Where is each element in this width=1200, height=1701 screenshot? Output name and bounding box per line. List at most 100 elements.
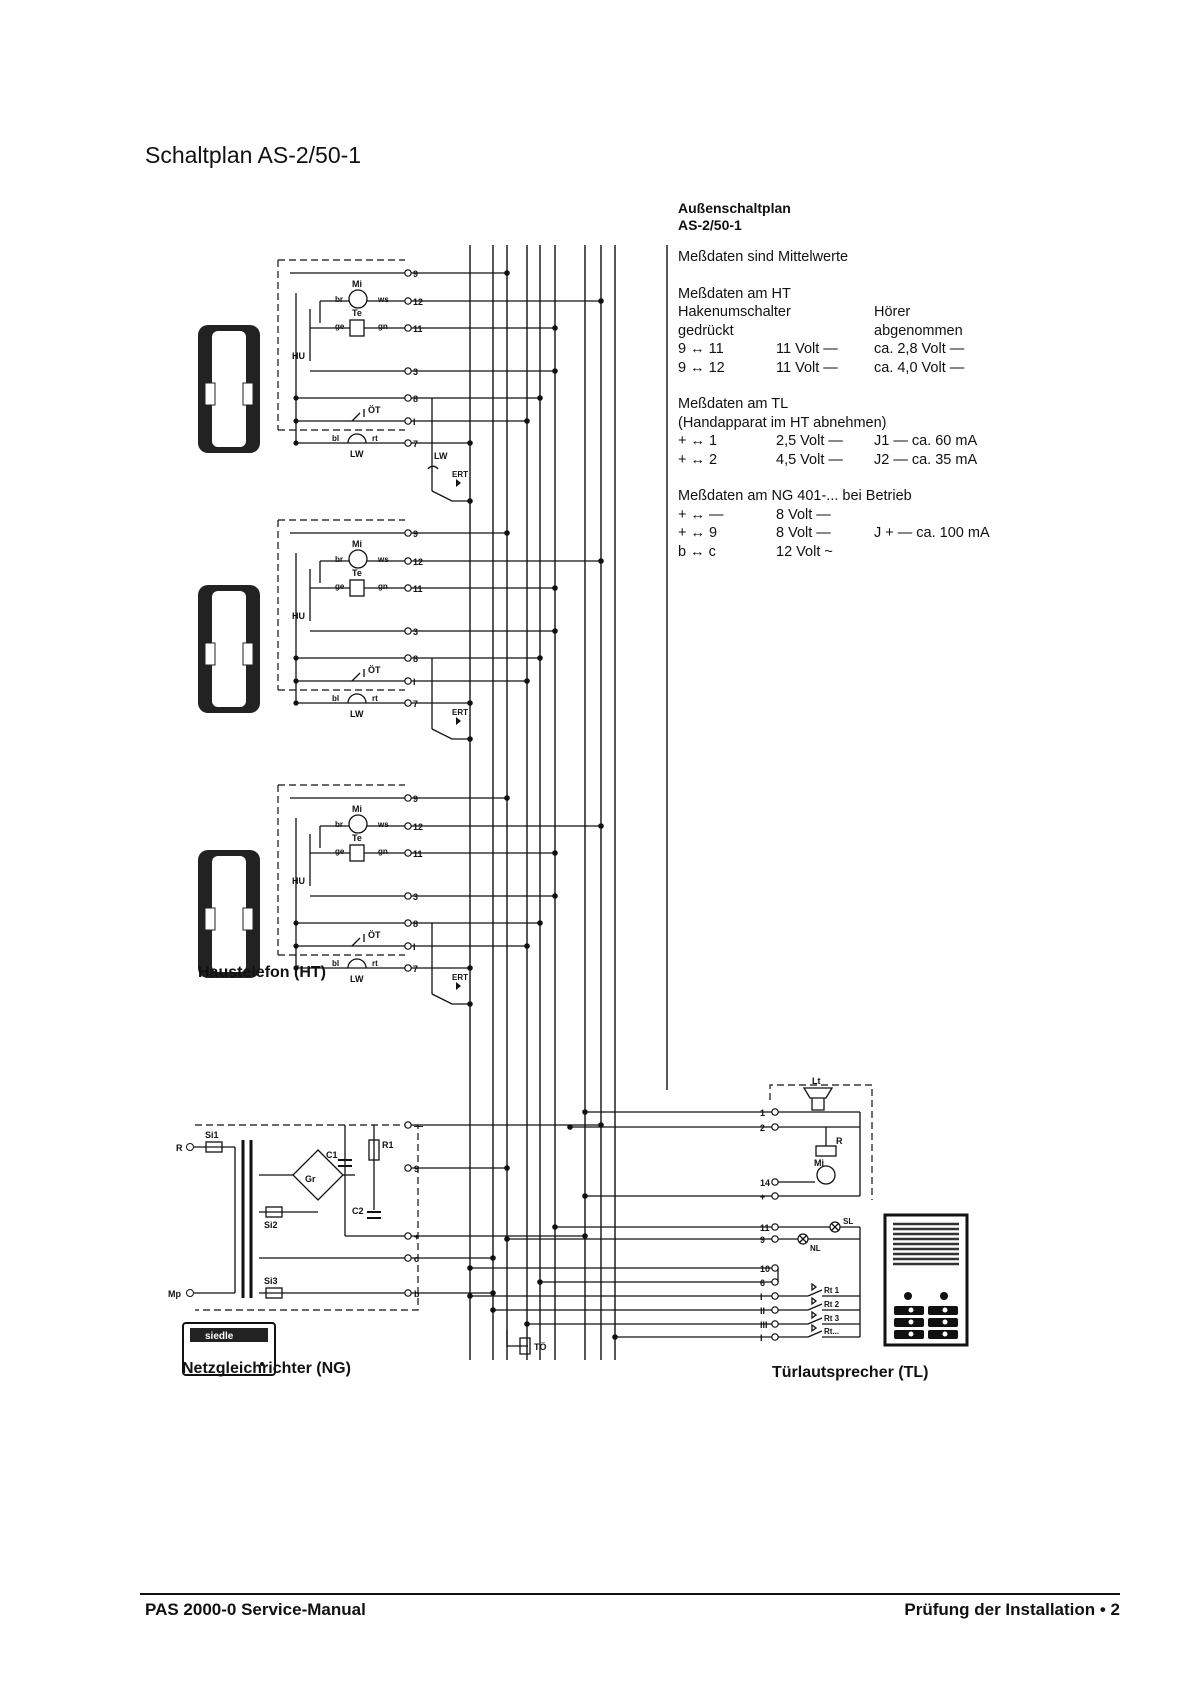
- ht-terminal: [404, 367, 412, 375]
- schematic-label: Gr: [305, 1174, 316, 1184]
- ht-terminal: [404, 269, 412, 277]
- ht-junction: [467, 498, 473, 504]
- name-plate-led: [942, 1331, 948, 1337]
- tl-terminal: [771, 1108, 779, 1116]
- ht-junction: [524, 943, 530, 949]
- measurement-table: Außenschaltplan AS-2/50-1 Meßdaten sind …: [678, 200, 1038, 561]
- ht-junction: [293, 943, 299, 949]
- page-title: Schaltplan AS-2/50-1: [145, 142, 362, 168]
- tl-terminal: [771, 1333, 779, 1341]
- schematic-label: LW: [350, 974, 364, 984]
- schematic-label: rt: [372, 694, 378, 703]
- ert-switch: [431, 993, 470, 1005]
- ng-junction: [504, 1165, 510, 1171]
- handset-button-icon: [204, 382, 216, 406]
- measurement-heading: Außenschaltplan: [678, 200, 791, 216]
- ht-junction: [467, 736, 473, 742]
- schematic-label: Mi: [814, 1158, 824, 1168]
- mains-r-terminal: [186, 1143, 194, 1151]
- schematic-label: LW: [350, 449, 364, 459]
- ng-terminal: [404, 1232, 412, 1240]
- ht-terminal: [404, 297, 412, 305]
- ht-terminal: [404, 849, 412, 857]
- ng-terminal-label: b: [414, 1289, 420, 1299]
- ng-device-label-plate: [190, 1328, 268, 1342]
- buzzer-icon: [347, 958, 367, 969]
- schematic-label: R1: [382, 1140, 394, 1150]
- bell-button-icon: [807, 1323, 823, 1338]
- tl-terminal-label: 11: [760, 1223, 770, 1233]
- tl-terminal: [771, 1123, 779, 1131]
- ht-junction: [504, 270, 510, 276]
- ht-junction: [552, 585, 558, 591]
- ht-terminal: [404, 699, 412, 707]
- tl-junction: [567, 1124, 573, 1130]
- tl-junction: [524, 1321, 530, 1327]
- tl-terminal-label: 6: [760, 1278, 765, 1288]
- ng-terminal-label: +: [414, 1232, 419, 1242]
- ht-terminal: [404, 677, 412, 685]
- door-key-icon: [242, 382, 254, 406]
- ht-terminal-label: 9: [413, 794, 418, 804]
- tl-terminal-label: 2: [760, 1123, 765, 1133]
- tl-junction: [490, 1307, 496, 1313]
- schematic-label: ERT: [452, 470, 468, 479]
- ht-col-a2: gedrückt: [678, 322, 734, 339]
- ht-junction: [598, 298, 604, 304]
- tl-terminal: [771, 1192, 779, 1200]
- bell-button-label: Rt 1: [824, 1286, 840, 1295]
- tl-junction: [552, 1224, 558, 1230]
- ht-junction: [467, 700, 473, 706]
- tl-subtitle: (Handapparat im HT abnehmen): [678, 414, 887, 431]
- schematic-label: HU: [292, 611, 305, 621]
- tl-terminal: [771, 1178, 779, 1186]
- schematic-label: ÖT: [368, 930, 381, 940]
- schematic-label: Te: [352, 308, 362, 318]
- fuse-si2-icon: [265, 1206, 283, 1218]
- handset-button-icon: [204, 907, 216, 931]
- ht-col-a: Hakenumschalter: [678, 304, 791, 320]
- microphone-icon: [348, 289, 368, 309]
- ht-junction: [467, 440, 473, 446]
- ht-frame: [277, 784, 405, 956]
- schematic-label: C1: [326, 1150, 338, 1160]
- ht-terminal: [404, 892, 412, 900]
- ht-junction: [552, 368, 558, 374]
- ht-junction: [552, 628, 558, 634]
- ht-terminal-label: I: [413, 942, 416, 952]
- ht-terminal-label: 7: [413, 699, 418, 709]
- ht-terminal: [404, 557, 412, 565]
- schematic-label: TÖ: [534, 1342, 547, 1352]
- ht-junction: [552, 325, 558, 331]
- ht-junction: [552, 850, 558, 856]
- schematic-label: bl: [332, 434, 339, 443]
- label-netzgleichrichter: Netzgleichrichter (NG): [182, 1360, 351, 1377]
- schematic-label: Mi: [352, 804, 362, 814]
- ht-terminal-label: 8: [413, 394, 418, 404]
- ht-terminal: [404, 417, 412, 425]
- door-key-icon: [242, 907, 254, 931]
- tl-terminal: [771, 1235, 779, 1243]
- bell-button-icon: [807, 1296, 823, 1311]
- ng-led-icon: [260, 1362, 264, 1366]
- label-tuerlautsprecher: Türlautsprecher (TL): [772, 1364, 929, 1381]
- ht-junction: [537, 655, 543, 661]
- tl-terminal-label: 10: [760, 1264, 770, 1274]
- name-plate-led: [908, 1331, 914, 1337]
- tl-terminal-label: +: [760, 1192, 765, 1202]
- door-opener-icon: [506, 1330, 531, 1355]
- ng-brand-logo: siedle: [205, 1331, 234, 1342]
- earpiece-icon: [349, 319, 365, 337]
- name-plate-led: [908, 1307, 914, 1313]
- tl-terminal-label: 1: [760, 1108, 765, 1118]
- ht-terminal-label: I: [413, 417, 416, 427]
- tl-terminal-label: II: [760, 1306, 765, 1316]
- schematic-label: br: [335, 555, 343, 564]
- schematic-label: SL: [843, 1217, 853, 1226]
- speaker-icon: [802, 1087, 834, 1111]
- ht-terminal-label: 3: [413, 892, 418, 902]
